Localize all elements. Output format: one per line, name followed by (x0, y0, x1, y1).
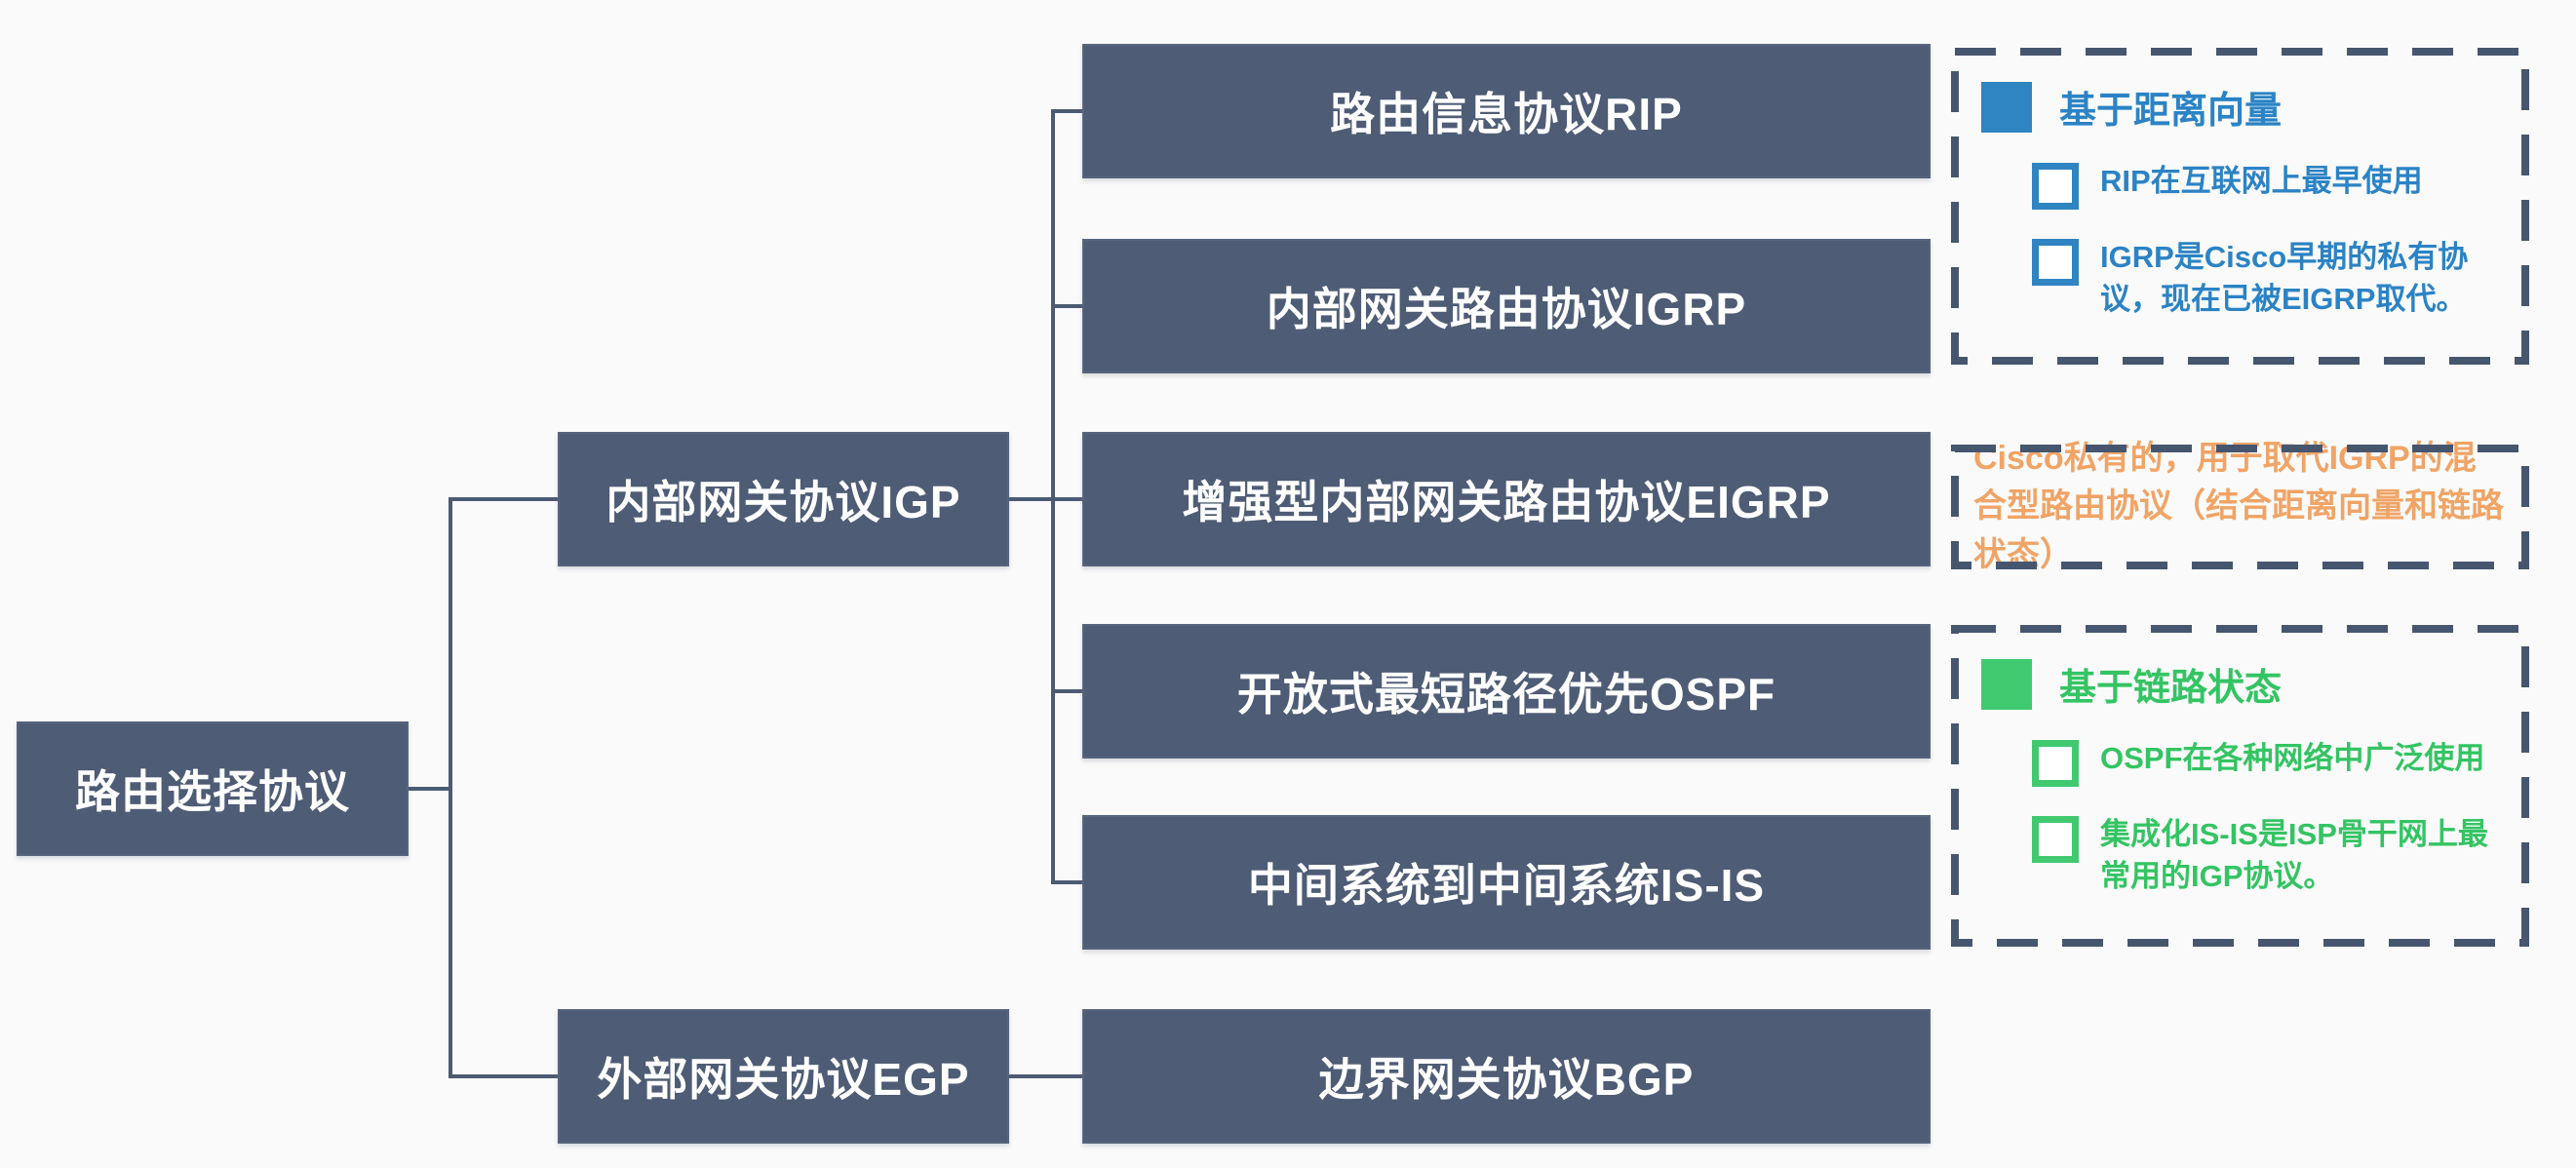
square-outline-icon (2032, 816, 2079, 863)
node-isis: 中间系统到中间系统IS-IS (1082, 815, 1931, 950)
legend-title: 基于距离向量 (2059, 91, 2283, 132)
node-igrp: 内部网关路由协议IGRP (1082, 239, 1931, 373)
bullet-text: 集成化IS-IS是ISP骨干网上最常用的IGP协议。 (2100, 817, 2488, 893)
connector-egp-to-bgp (1009, 1074, 1082, 1078)
square-filled-icon (1981, 658, 2032, 710)
node-rip: 路由信息协议RIP (1082, 44, 1931, 178)
square-outline-icon (2032, 740, 2079, 787)
node-egp: 外部网关协议EGP (558, 1009, 1009, 1144)
square-outline-icon (2032, 163, 2079, 210)
annotation-distance-vector: 基于距离向量 RIP在互联网上最早使用 IGRP是Cisco早期的私有协议，现在… (1950, 47, 2530, 366)
square-outline-icon (2032, 239, 2079, 286)
bullet-text: OSPF在各种网络中广泛使用 (2100, 741, 2485, 775)
node-routing-protocol-root: 路由选择协议 (17, 721, 409, 856)
annotation-eigrp-note: Cisco私有的，用于取代IGRP的混合型路由协议（结合距离向量和链路状态） (1950, 440, 2530, 573)
connector-spine-to-ospf (1053, 689, 1082, 693)
connector-spine-to-igrp (1053, 304, 1082, 308)
eigrp-note-text: Cisco私有的，用于取代IGRP的混合型路由协议（结合距离向量和链路状态） (1973, 440, 2504, 573)
square-filled-icon (1981, 81, 2032, 133)
connector-right-spine (1051, 109, 1055, 884)
node-ospf: 开放式最短路径优先OSPF (1082, 624, 1931, 759)
bullet-isis: 集成化IS-IS是ISP骨干网上最常用的IGP协议。 (2032, 814, 2503, 898)
bullet-text: RIP在互联网上最早使用 (2100, 164, 2423, 198)
connector-spine-to-rip (1053, 109, 1082, 113)
connector-root-to-left-spine (409, 787, 450, 791)
bullet-text: IGRP是Cisco早期的私有协议，现在已被EIGRP取代。 (2100, 240, 2469, 316)
connector-igp-to-right-spine (1009, 497, 1082, 501)
legend-distance-vector: 基于距离向量 (1981, 80, 2503, 134)
node-bgp: 边界网关协议BGP (1082, 1009, 1931, 1144)
annotation-link-state: 基于链路状态 OSPF在各种网络中广泛使用 集成化IS-IS是ISP骨干网上最常… (1950, 624, 2530, 948)
legend-title: 基于链路状态 (2059, 668, 2283, 709)
connector-spine-to-egp (450, 1074, 558, 1078)
bullet-igrp: IGRP是Cisco早期的私有协议，现在已被EIGRP取代。 (2032, 237, 2503, 321)
node-igp: 内部网关协议IGP (558, 432, 1009, 566)
bullet-ospf: OSPF在各种网络中广泛使用 (2032, 738, 2503, 787)
legend-link-state: 基于链路状态 (1981, 657, 2503, 711)
bullet-rip: RIP在互联网上最早使用 (2032, 161, 2503, 210)
node-eigrp: 增强型内部网关路由协议EIGRP (1082, 432, 1931, 566)
connector-spine-to-igp (450, 497, 558, 501)
connector-spine-to-isis (1053, 880, 1082, 884)
connector-left-spine (449, 497, 452, 1078)
